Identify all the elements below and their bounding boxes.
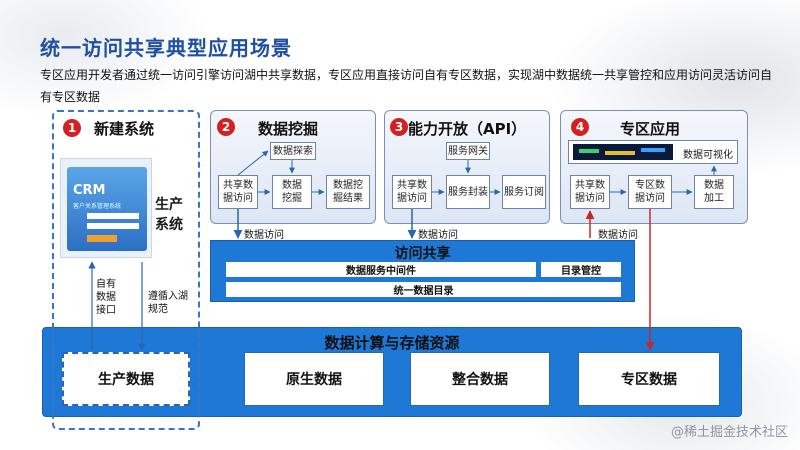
- data-access-label-1: 数据访问: [244, 230, 284, 241]
- panel-3-title: 能力开放（API）: [408, 120, 527, 138]
- crm-screenshot: CRM 客户关系管理系统: [60, 158, 152, 258]
- access-sharing-title: 访问共享: [394, 246, 451, 262]
- data-visualization-label: 数据可视化: [683, 150, 733, 161]
- crm-password-field: [87, 223, 139, 229]
- service-subscribe-node[interactable]: 服务订阅: [502, 175, 546, 209]
- badge-2: 2: [216, 117, 236, 137]
- viz-dashboard-frame: 数据可视化: [568, 140, 738, 164]
- viz-dashboard-thumbnail: [573, 144, 673, 160]
- service-gateway-node[interactable]: 服务网关: [446, 142, 490, 160]
- data-service-middleware[interactable]: 数据服务中间件: [226, 262, 536, 277]
- viz-chart-bar: [605, 151, 635, 155]
- follow-lake-rule-label: 遵循入湖 规范: [148, 291, 188, 315]
- panel-2-title: 数据挖掘: [258, 120, 319, 138]
- data-access-label-2: 数据访问: [418, 230, 458, 241]
- badge-4: 4: [570, 117, 590, 137]
- crm-logo: CRM 客户关系管理系统: [67, 167, 147, 251]
- new-system-group: [52, 110, 200, 430]
- watermark: @稀土掘金技术社区: [670, 425, 788, 440]
- badge-3: 3: [389, 117, 409, 137]
- shared-data-access-node-3[interactable]: 共享数 据访问: [392, 175, 432, 209]
- arrow-p2-explore: [237, 150, 269, 176]
- panel-4-title: 专区应用: [620, 120, 681, 138]
- shared-data-access-node-4[interactable]: 共享数 据访问: [570, 175, 610, 209]
- badge-1: 1: [62, 118, 82, 138]
- zone-data-access-node[interactable]: 专区数 据访问: [628, 175, 672, 209]
- storage-raw-data[interactable]: 原生数据: [244, 352, 384, 406]
- shared-data-access-node-2[interactable]: 共享数 据访问: [218, 175, 258, 209]
- storage-title: 数据计算与存储资源: [324, 334, 460, 352]
- page-title: 统一访问共享典型应用场景: [40, 36, 292, 60]
- data-processing-node[interactable]: 数据 加工: [694, 175, 734, 209]
- viz-chart-bar: [579, 149, 599, 153]
- crm-logo-text: CRM: [73, 183, 106, 198]
- crm-subtitle: 客户关系管理系统: [73, 203, 122, 210]
- panel-1-title: 新建系统: [94, 120, 155, 138]
- page-subtitle: 专区应用开发者通过统一访问引擎访问湖中共享数据，专区应用直接访问自有专区数据，实…: [40, 68, 773, 104]
- crm-username-field: [87, 213, 139, 219]
- service-wrap-node[interactable]: 服务封装: [446, 175, 490, 209]
- catalog-control[interactable]: 目录管控: [541, 262, 621, 277]
- unified-data-catalog[interactable]: 统一数据目录: [226, 282, 621, 297]
- viz-chart-bar: [641, 148, 665, 152]
- storage-integrated-data[interactable]: 整合数据: [410, 352, 550, 406]
- data-explore-node[interactable]: 数据探索: [270, 142, 316, 160]
- production-system-label-2: 系统: [155, 217, 183, 233]
- production-system-label-1: 生产: [155, 197, 183, 213]
- data-mining-node[interactable]: 数据 挖掘: [272, 175, 312, 209]
- data-access-label-3: 数据访问: [598, 230, 638, 241]
- storage-zone-data[interactable]: 专区数据: [578, 352, 720, 406]
- own-data-interface-label: 自有 数据 接口: [96, 279, 116, 316]
- mining-result-node[interactable]: 数据挖 掘结果: [326, 175, 370, 209]
- storage-production-data[interactable]: 生产数据: [62, 352, 190, 406]
- crm-login-button: [87, 235, 117, 242]
